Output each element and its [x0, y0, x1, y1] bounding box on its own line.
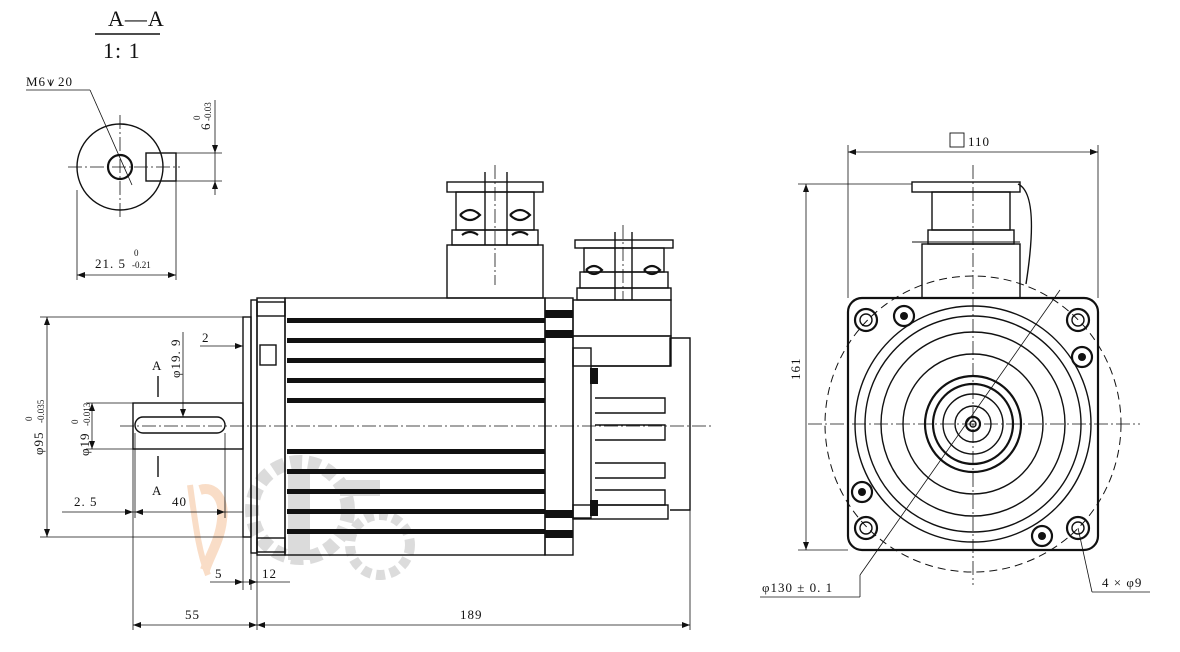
front-view: 110 161 φ130 ± 0. 1 4 × φ9: [760, 132, 1150, 598]
dim-key-dia: φ19. 9: [168, 338, 183, 378]
motor-body: [284, 297, 546, 556]
section-scale: 1: 1: [103, 38, 141, 63]
dim-spigot-dia: φ95: [31, 431, 46, 455]
keyway-depth-tol-upper: 0: [134, 248, 139, 258]
keyway-depth: 21. 5: [95, 256, 126, 271]
dim-shaft-dia: φ19: [77, 432, 92, 456]
section-title: A—A: [108, 6, 165, 31]
dim-shaft-tol-upper: 0: [70, 419, 80, 424]
dim-key-length: 40: [172, 494, 187, 509]
section-marker-top: A: [152, 358, 162, 373]
dim-flange-size: 110: [968, 134, 990, 149]
section-view-a-a: A—A 1: 1 M6 ⩛ 20 6 0 -0.03: [26, 6, 222, 280]
dim-pcd: φ130 ± 0. 1: [762, 580, 833, 595]
dim-flange-step: 2: [202, 330, 210, 345]
cooling-fins: [287, 318, 545, 534]
dim-body-len: 189: [460, 607, 483, 622]
watermark-logo: [187, 455, 415, 580]
keyway-width-tol-upper: 0: [192, 115, 202, 120]
dim-height: 161: [788, 358, 803, 381]
dim-shaft-tol-lower: -0.013: [82, 402, 92, 426]
dim-spigot-tol-upper: 0: [24, 416, 34, 421]
dim-spigot-len: 5: [215, 566, 223, 581]
thread-label: M6: [26, 74, 46, 89]
dim-holes: 4 × φ9: [1102, 575, 1142, 590]
keyway-width: 6: [198, 123, 213, 131]
keyway-depth-tol-lower: -0.21: [132, 260, 151, 270]
dim-shaft-len: 55: [185, 607, 200, 622]
keyway-width-tol-lower: -0.03: [203, 102, 213, 121]
side-view: A A 2 φ19. 9 φ19 0 -0.013 φ95 0: [24, 165, 712, 630]
mount-holes: [850, 304, 1094, 548]
dim-shaft-offset: 2. 5: [74, 494, 98, 509]
dim-spigot-tol-lower: -0.035: [36, 399, 46, 423]
front-connector: [911, 181, 1033, 299]
thread-depth-symbol: ⩛: [47, 74, 55, 89]
encoder-connector: [574, 232, 674, 301]
thread-depth: 20: [58, 74, 73, 89]
shaft-key: [134, 416, 226, 434]
dim-flange-thk: 12: [262, 566, 277, 581]
section-marker-bottom: A: [152, 483, 162, 498]
